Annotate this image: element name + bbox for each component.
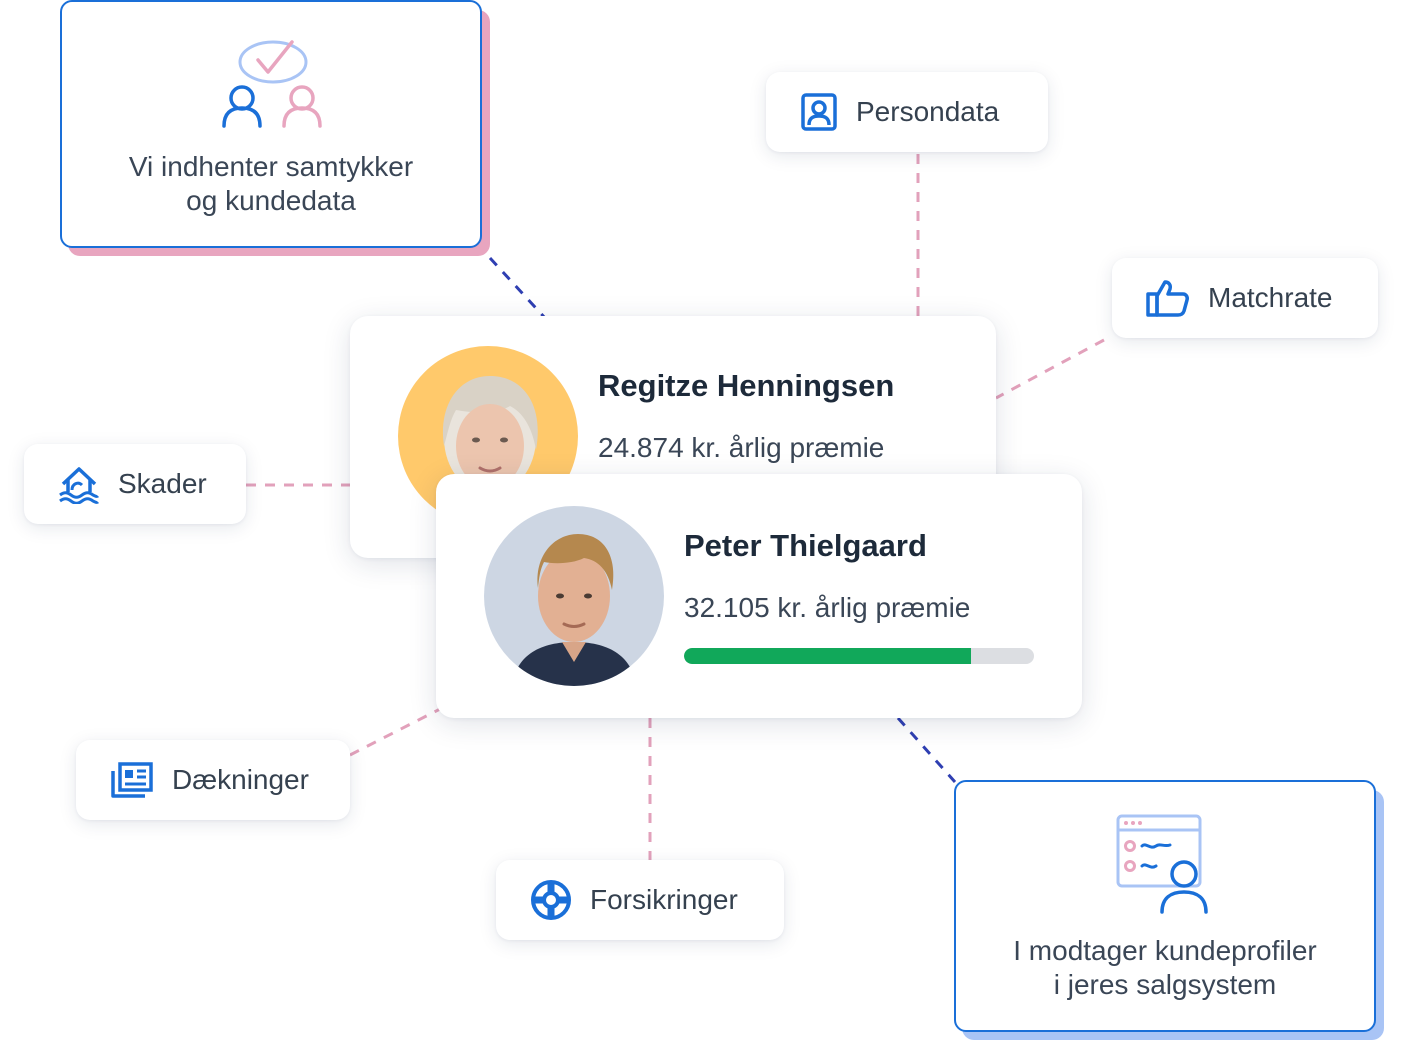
- tag-matchrate-label: Matchrate: [1208, 282, 1333, 313]
- receive-profiles-card: I modtager kundeprofiler i jeres salgsys…: [954, 780, 1376, 1032]
- profile-premium-regitze: 24.874 kr. årlig præmie: [598, 432, 885, 463]
- id-badge-icon: [801, 93, 837, 131]
- consent-people-icon: [222, 40, 322, 128]
- connector-daekninger: [349, 706, 443, 757]
- tag-persondata-label: Persondata: [856, 96, 1000, 127]
- thumbs-up-icon: [1146, 280, 1189, 317]
- documents-icon: [111, 762, 153, 798]
- profile-name-peter: Peter Thielgaard: [684, 528, 927, 563]
- tag-daekninger-label: Dækninger: [172, 764, 309, 795]
- match-progress-fill: [684, 648, 971, 664]
- collect-consent-text: Vi indhenter samtykker og kundedata: [128, 151, 414, 216]
- tag-daekninger: Dækninger: [76, 740, 350, 820]
- connector-collect: [488, 256, 547, 320]
- portrait-man: [512, 534, 636, 686]
- profile-card-peter: Peter Thielgaard 32.105 kr. årlig præmie: [436, 474, 1082, 718]
- connector-matchrate: [995, 338, 1105, 400]
- profile-premium-peter: 32.105 kr. årlig præmie: [684, 592, 971, 623]
- match-progress-bar: [684, 648, 1034, 664]
- tag-forsikringer: Forsikringer: [496, 860, 784, 940]
- tag-skader-label: Skader: [118, 468, 207, 499]
- profile-name-regitze: Regitze Henningsen: [598, 368, 895, 403]
- receive-profiles-text: I modtager kundeprofiler i jeres salgsys…: [1013, 935, 1317, 1000]
- tag-matchrate: Matchrate: [1112, 258, 1378, 338]
- connector-receive: [896, 717, 957, 783]
- lifebuoy-icon: [531, 880, 571, 920]
- tag-skader: Skader: [24, 444, 246, 524]
- tag-persondata: Persondata: [766, 72, 1048, 152]
- tag-forsikringer-label: Forsikringer: [590, 884, 738, 915]
- collect-consent-card: Vi indhenter samtykker og kundedata: [60, 0, 482, 248]
- crm-profile-icon: [1116, 814, 1208, 914]
- avatar-peter: [484, 506, 664, 686]
- flood-house-icon: [59, 467, 100, 504]
